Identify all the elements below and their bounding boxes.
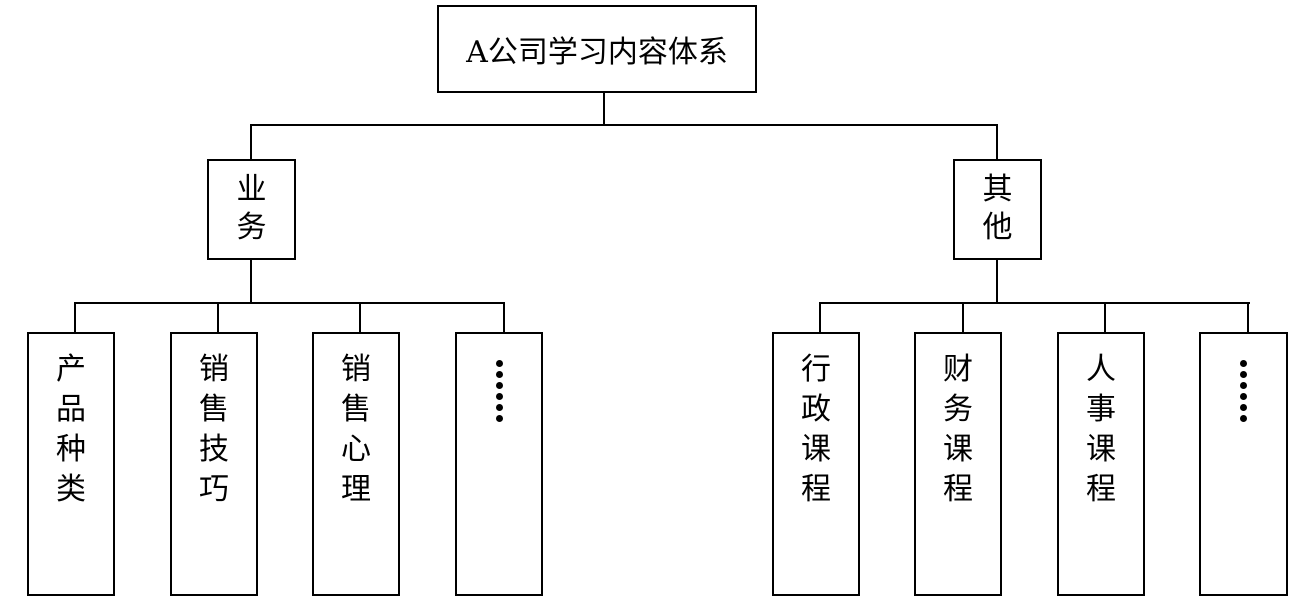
char: 行 [801,352,831,387]
level1-branch-line [250,124,998,126]
char: 理 [341,472,371,507]
business-children-line [74,302,505,304]
char: 程 [943,472,973,507]
other-children-line [819,302,1250,304]
char: 其 [982,172,1013,207]
root-connector [603,92,605,125]
char: 财 [943,352,973,387]
leaf-label: 销 售 心 理 [314,350,398,510]
leaf-connector [74,302,76,333]
leaf-connector [819,302,821,333]
leaf-product-types: 产 品 种 类 [27,332,115,596]
leaf-connector [1247,302,1249,333]
leaf-label: 财 务 课 程 [916,350,1000,510]
leaf-more-business [455,332,543,596]
char: 售 [199,392,229,427]
char: 程 [1086,472,1116,507]
char: 政 [801,392,831,427]
leaf-sales-skills: 销 售 技 巧 [170,332,258,596]
leaf-label: 产 品 种 类 [29,350,113,510]
root-node-label: A公司学习内容体系 [466,35,728,70]
ellipsis-icon [457,360,541,422]
char: 类 [56,472,86,507]
branch-connector-business [250,124,252,159]
char: 业 [236,172,267,207]
leaf-label: 销 售 技 巧 [172,350,256,510]
char: 课 [943,432,973,467]
char: 务 [236,210,267,245]
char: 售 [341,392,371,427]
char: 心 [341,432,371,467]
node-other-label: 其 他 [955,171,1040,247]
char: 课 [1086,432,1116,467]
leaf-finance-courses: 财 务 课 程 [914,332,1002,596]
business-down-connector [250,259,252,303]
char: 品 [56,392,86,427]
char: 课 [801,432,831,467]
node-business: 业 务 [207,159,296,260]
node-business-label: 业 务 [209,171,294,247]
char: 他 [982,210,1013,245]
node-other: 其 他 [953,159,1042,260]
char: 种 [56,432,86,467]
branch-connector-other [996,124,998,159]
ellipsis-icon [1201,360,1286,422]
leaf-more-other [1199,332,1288,596]
root-node: A公司学习内容体系 [437,5,757,93]
char: 巧 [199,472,229,507]
char: 务 [943,392,973,427]
leaf-hr-courses: 人 事 课 程 [1057,332,1145,596]
leaf-label: 行 政 课 程 [774,350,858,510]
char: 销 [341,352,371,387]
leaf-connector [359,302,361,333]
char: 产 [56,352,86,387]
leaf-connector [962,302,964,333]
leaf-label: 人 事 课 程 [1059,350,1143,510]
char: 技 [199,432,229,467]
leaf-connector [1104,302,1106,333]
leaf-connector [503,302,505,333]
leaf-connector [217,302,219,333]
leaf-admin-courses: 行 政 课 程 [772,332,860,596]
char: 事 [1086,392,1116,427]
char: 销 [199,352,229,387]
char: 程 [801,472,831,507]
other-down-connector [996,259,998,303]
leaf-sales-psychology: 销 售 心 理 [312,332,400,596]
char: 人 [1086,352,1116,387]
